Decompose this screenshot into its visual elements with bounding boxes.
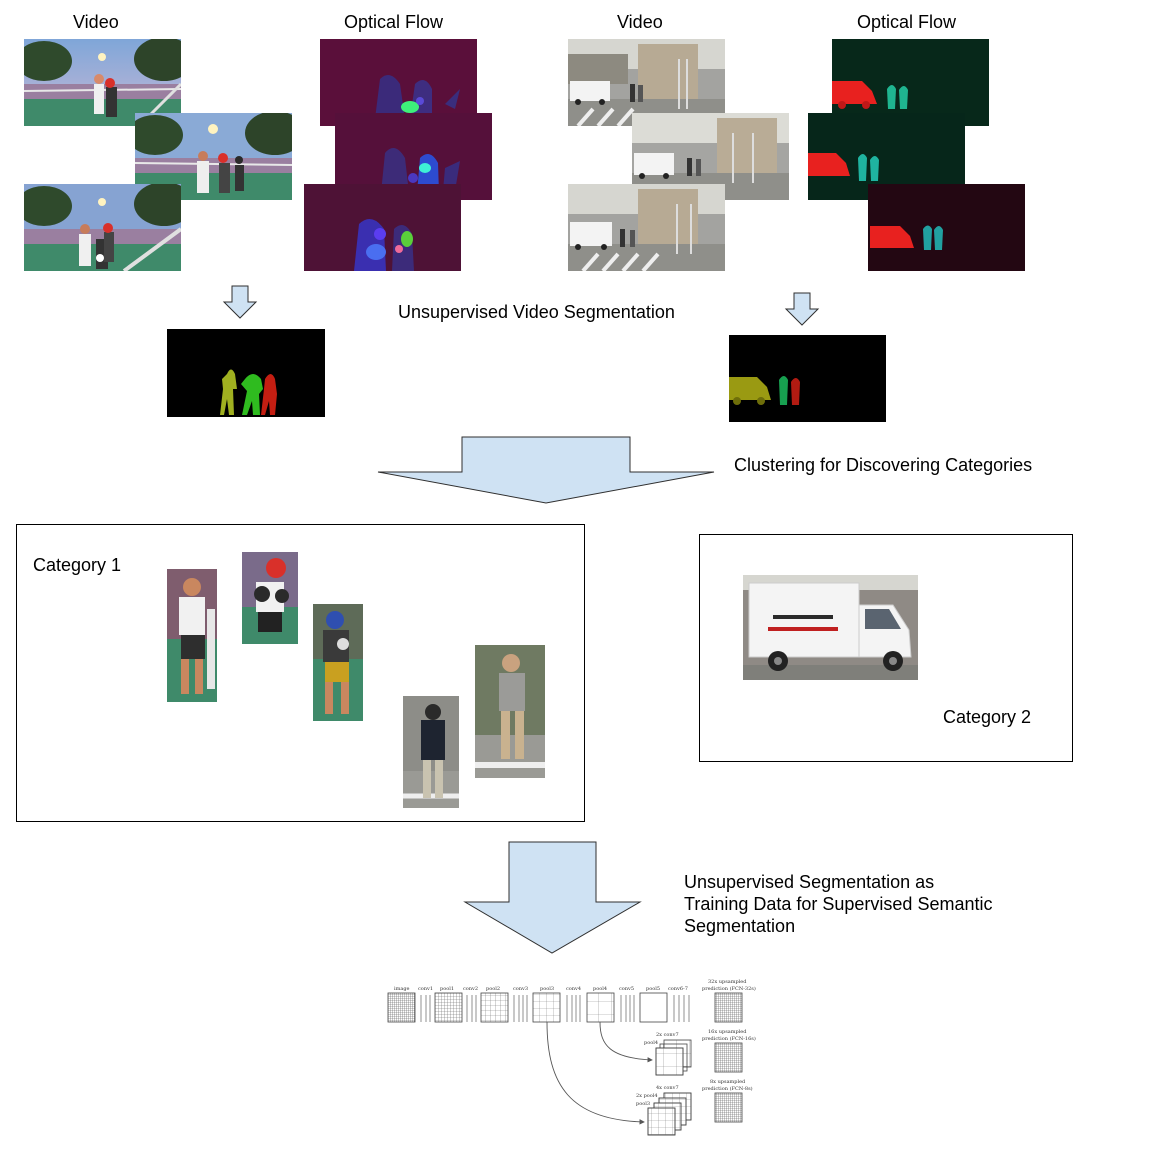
fcn-label-pool1: pool1	[440, 986, 454, 992]
fcn-label-conv3: conv3	[513, 986, 528, 992]
video-frame-boxing-3	[24, 184, 181, 271]
crop-truck	[743, 575, 918, 680]
video-label-left: Video	[73, 12, 119, 32]
video-label-right: Video	[617, 12, 663, 32]
optical-flow-label-left: Optical Flow	[344, 12, 444, 32]
optical-flow-frame-street-1	[832, 39, 989, 126]
fcn-label-pool2: pool2	[486, 986, 500, 992]
small-down-arrow-right	[784, 292, 820, 326]
optical-flow-frame-boxing-3	[304, 184, 461, 271]
fcn-label-up16-b: prediction (FCN-16s)	[702, 1035, 756, 1042]
fcn-label-conv1: conv1	[418, 986, 433, 992]
crop-pedestrian-2	[475, 645, 545, 778]
training-label-line2: Training Data for Supervised Semantic	[684, 894, 993, 914]
optical-flow-frame-street-3	[868, 184, 1025, 271]
fcn-label-conv2: conv2	[463, 986, 478, 992]
fcn-label-up8-a: 8x upsampled	[710, 1079, 746, 1085]
video-frame-boxing-1	[24, 39, 181, 126]
fcn-label-pool4-mid: pool4	[644, 1040, 658, 1046]
fcn-label-up8-b: prediction (FCN-8s)	[702, 1085, 753, 1092]
fcn-label-conv67: conv6-7	[668, 986, 688, 992]
training-label-line3: Segmentation	[684, 916, 796, 936]
training-arrow	[463, 841, 642, 954]
fcn-label-image: image	[394, 986, 410, 992]
crop-boxer-2	[242, 552, 298, 644]
fcn-label-pool4-2x: 2x pool4	[636, 1093, 658, 1099]
fcn-label-conv4: conv4	[566, 986, 581, 992]
unsupervised-video-segmentation-label: Unsupervised Video Segmentation	[398, 302, 675, 322]
optical-flow-frame-boxing-1	[320, 39, 477, 126]
fcn-label-up32-a: 32x upsampled	[708, 979, 747, 985]
fcn-label-pool3: pool3	[540, 986, 554, 992]
crop-boxer-1	[167, 569, 217, 702]
segmentation-mask-street	[729, 335, 886, 422]
video-frame-street-3	[568, 184, 725, 271]
training-label-line1: Unsupervised Segmentation as	[684, 872, 935, 892]
fcn-label-pool5: pool5	[646, 986, 660, 992]
crop-boxer-3	[313, 604, 363, 721]
fcn-label-conv5: conv5	[619, 986, 634, 992]
fcn-label-conv7-2x: 2x conv7	[656, 1032, 679, 1038]
video-frame-street-2	[632, 113, 789, 200]
video-frame-boxing-2	[135, 113, 292, 200]
small-down-arrow-left	[222, 285, 258, 319]
fcn-label-up16-a: 16x upsampled	[708, 1029, 747, 1035]
clustering-arrow	[377, 436, 715, 504]
category-2-label: Category 2	[943, 707, 1032, 727]
category-1-label: Category 1	[33, 555, 122, 575]
optical-flow-label-right: Optical Flow	[857, 12, 957, 32]
segmentation-mask-boxing	[167, 329, 325, 417]
fcn-label-pool4: pool4	[593, 986, 607, 992]
clustering-label: Clustering for Discovering Categories	[734, 455, 1033, 475]
fcn-label-conv7-4x: 4x conv7	[656, 1085, 679, 1091]
fcn-label-pool3-bot: pool3	[636, 1101, 650, 1107]
crop-pedestrian-1	[403, 696, 459, 808]
fcn-label-up32-b: prediction (FCN-32s)	[702, 985, 756, 992]
